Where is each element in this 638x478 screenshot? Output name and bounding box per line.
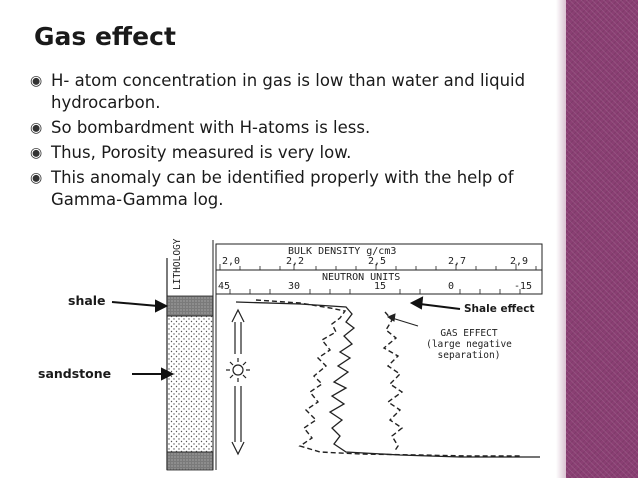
neutron-tick: 0 <box>448 281 455 292</box>
shale-layer-bottom <box>166 451 214 471</box>
shale-effect-arrow <box>409 296 461 310</box>
shale-effect-label: Shale effect <box>464 303 535 315</box>
gas-effect-arrow <box>386 313 419 327</box>
log-track <box>215 243 543 470</box>
bullet-icon: ◉ <box>30 145 43 161</box>
bullet-icon: ◉ <box>30 73 43 89</box>
depth-arrow <box>226 308 250 456</box>
bullet-text: H- atom concentration in gas is low than… <box>51 71 526 112</box>
shale-arrow <box>111 299 169 313</box>
bullet-item: ◉ This anomaly can be identified properl… <box>30 167 550 211</box>
gas-effect-line: GAS EFFECT <box>440 328 498 339</box>
bulk-density-tick: 2,0 <box>222 256 241 267</box>
neutron-tick: 30 <box>288 281 301 292</box>
bullet-icon: ◉ <box>30 170 43 186</box>
bulk-density-label: BULK DENSITY g/cm3 <box>288 246 397 257</box>
density-curve <box>235 301 540 458</box>
bulk-density-tick: 2,5 <box>368 256 387 267</box>
decorative-sidebar <box>566 0 638 478</box>
shale-label: shale <box>68 293 106 308</box>
neutron-tick: -15 <box>514 281 533 292</box>
slide-title: Gas effect <box>34 22 176 51</box>
neutron-tick: 15 <box>374 281 387 292</box>
neutron-curve <box>255 299 520 457</box>
bullet-text: So bombardment with H-atoms is less. <box>51 118 371 137</box>
bulk-density-tick: 2,7 <box>448 256 467 267</box>
sandstone-arrow <box>132 367 175 381</box>
log-figure: LITHOLOGY BULK DENSITY g/cm3 2,0 2,2 2,5… <box>38 238 543 471</box>
sandstone-layer <box>166 315 214 453</box>
bulk-density-tick: 2,2 <box>286 256 305 267</box>
gas-curve <box>382 311 404 453</box>
sandstone-label: sandstone <box>38 366 112 381</box>
bullet-item: ◉ So bombardment with H-atoms is less. <box>30 117 550 139</box>
log-diagram <box>111 240 543 471</box>
bulk-density-tick: 2,9 <box>510 256 529 267</box>
bullet-item: ◉ H- atom concentration in gas is low th… <box>30 70 550 114</box>
lithology-label: LITHOLOGY <box>172 238 183 290</box>
sidebar-edge <box>556 0 566 478</box>
gas-effect-line: separation) <box>437 350 501 361</box>
bullet-text: Thus, Porosity measured is very low. <box>51 143 352 162</box>
gas-effect-annotation: GAS EFFECT (large negative separation) <box>414 328 524 361</box>
bullet-list: ◉ H- atom concentration in gas is low th… <box>30 70 550 214</box>
bullet-text: This anomaly can be identified properly … <box>51 168 514 209</box>
shale-layer-top <box>166 295 214 317</box>
bullet-item: ◉ Thus, Porosity measured is very low. <box>30 142 550 164</box>
bullet-icon: ◉ <box>30 120 43 136</box>
neutron-label: NEUTRON UNITS <box>322 272 401 283</box>
neutron-tick: 45 <box>218 281 231 292</box>
gas-effect-line: (large negative <box>426 339 512 350</box>
